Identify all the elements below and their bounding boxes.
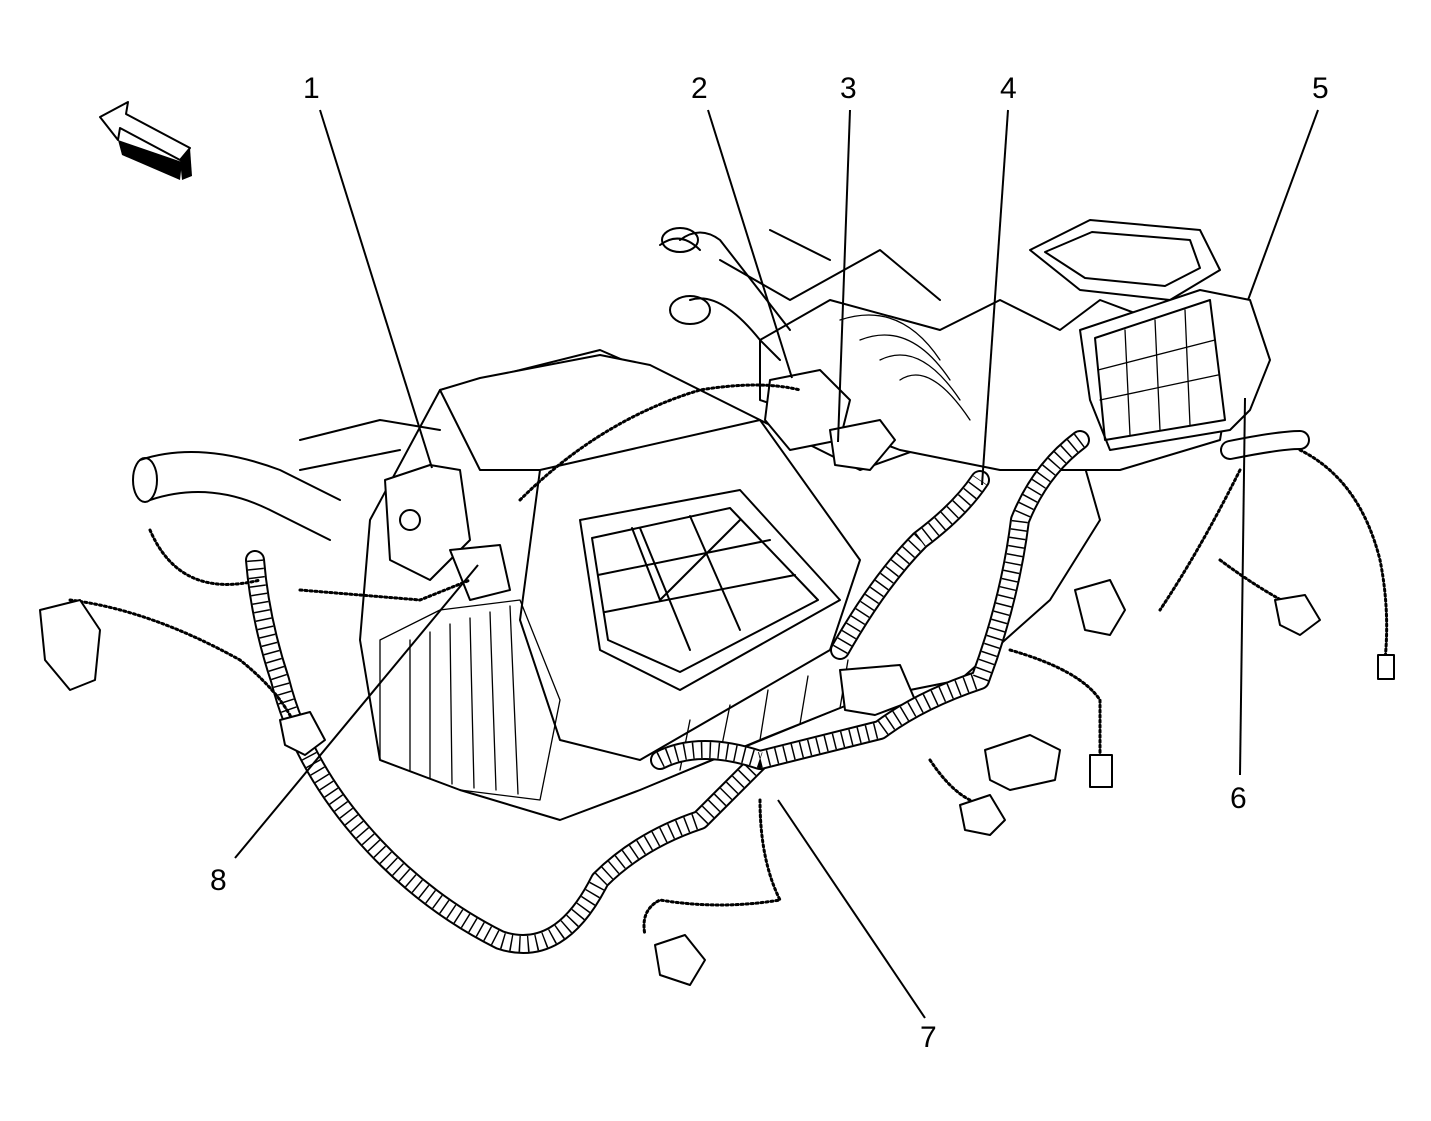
- connector: [279, 711, 326, 756]
- connector: [654, 934, 706, 986]
- leader-line-6: [1239, 397, 1246, 776]
- callout-1: 1: [303, 72, 320, 105]
- wiring-harness: [68, 383, 1389, 954]
- front-direction-arrow-icon: [99, 101, 192, 180]
- connector: [1089, 754, 1113, 788]
- connector: [959, 794, 1006, 836]
- callout-8: 8: [210, 864, 227, 897]
- connector: [984, 734, 1061, 791]
- connector: [39, 599, 101, 691]
- hvac-module-housing: [132, 219, 1271, 821]
- connector: [1074, 579, 1126, 636]
- callout-2: 2: [691, 72, 708, 105]
- leader-line-2: [707, 109, 793, 379]
- callout-4: 4: [1000, 72, 1017, 105]
- callout-labels: 1 2 3 4 5 6 7 8: [210, 72, 1329, 1054]
- callout-6: 6: [1230, 782, 1247, 815]
- callout-7: 7: [920, 1021, 937, 1054]
- leader-line-7: [777, 799, 926, 1019]
- leader-line-5: [1247, 109, 1319, 301]
- leader-lines: [234, 109, 1319, 1019]
- callout-5: 5: [1312, 72, 1329, 105]
- leader-line-4: [981, 109, 1009, 486]
- connector: [1274, 594, 1321, 636]
- leader-line-8: [234, 564, 479, 859]
- connectors: [39, 579, 1395, 986]
- leader-line-3: [837, 109, 851, 443]
- leader-line-1: [319, 109, 433, 469]
- connector: [1377, 654, 1395, 680]
- callout-3: 3: [840, 72, 857, 105]
